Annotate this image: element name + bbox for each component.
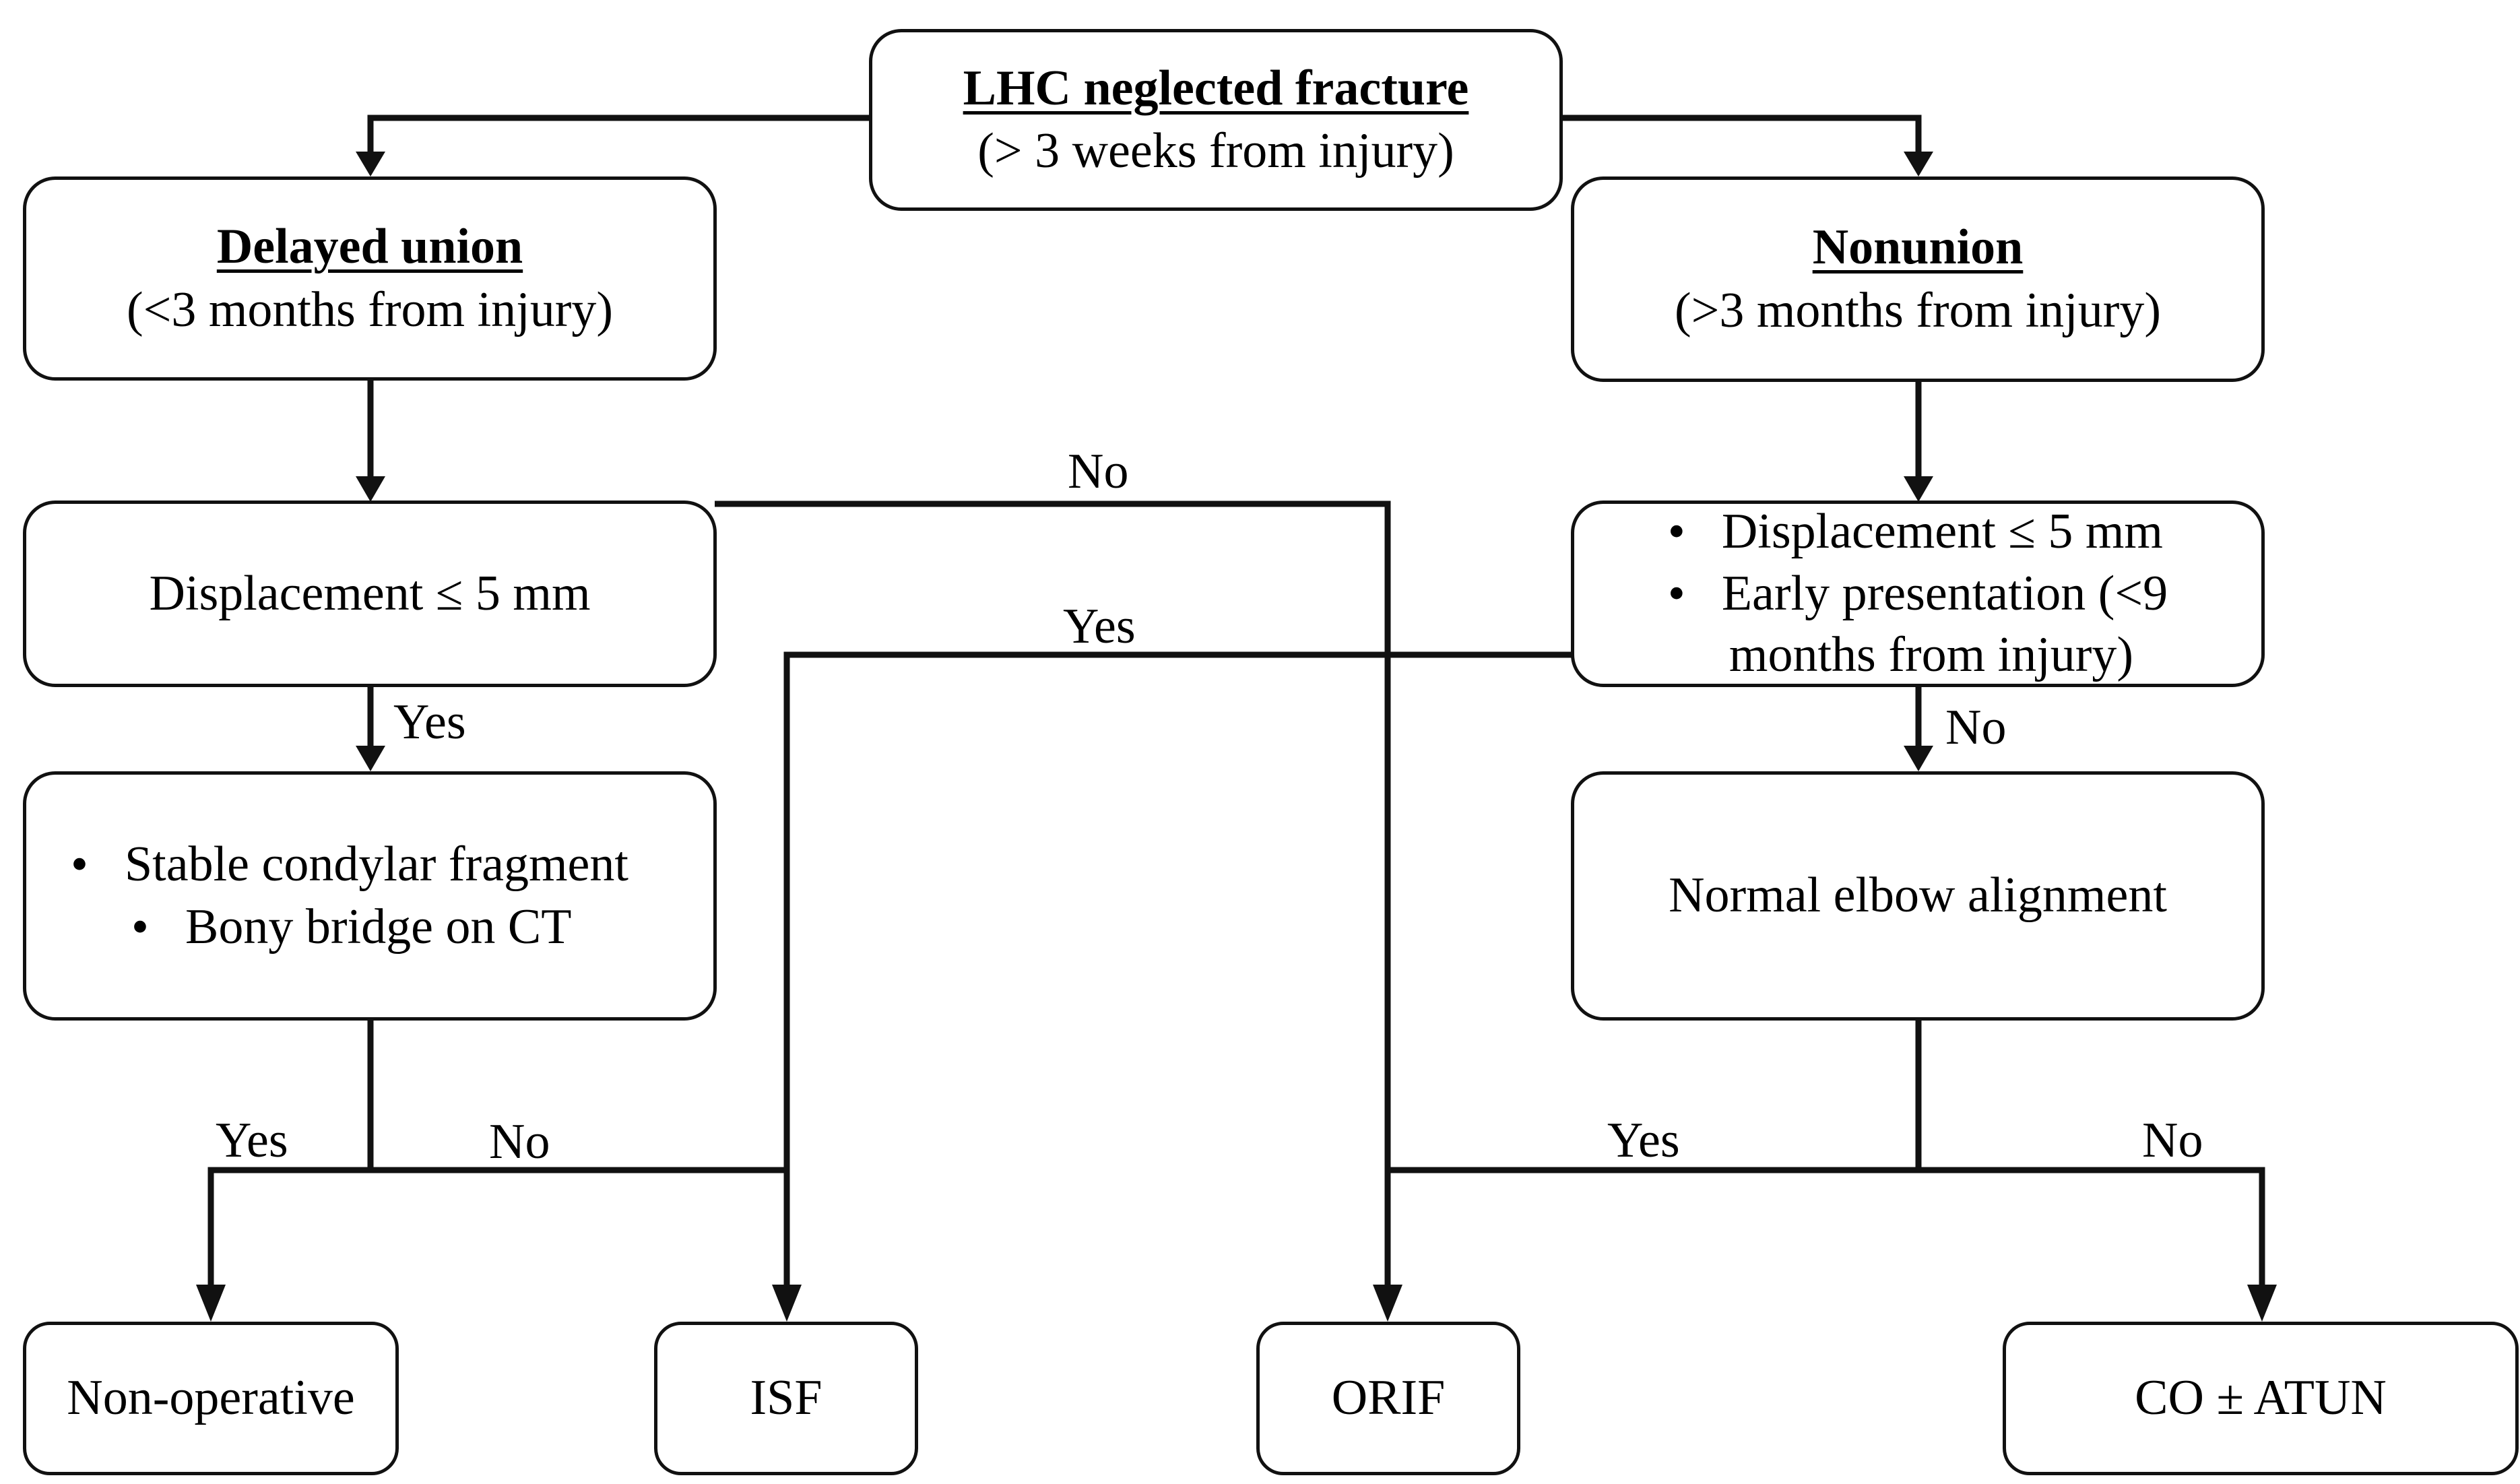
arrowheads	[196, 152, 2277, 1322]
edge-root-to-delayed-union	[367, 115, 869, 154]
criteria-item: Displacement ≤ 5 mm	[1668, 501, 2168, 563]
edge-label-displacement-right-no: No	[1945, 700, 2007, 755]
arrowhead-displacement-left	[356, 476, 385, 502]
node-nonunion: Nonunion (>3 months from injury)	[1571, 176, 2265, 382]
criteria-continuation: months from injury)	[1729, 627, 2134, 683]
arrowhead-alignment	[1904, 746, 1933, 771]
arrowhead-delayed-union	[356, 152, 385, 176]
node-displacement-right: Displacement ≤ 5 mm Early presentation (…	[1571, 501, 2265, 687]
arrowhead-isf	[772, 1285, 802, 1322]
node-text: Displacement ≤ 5 mm	[149, 565, 591, 621]
node-text: ISF	[750, 1370, 822, 1426]
node-text: Normal elbow alignment	[1669, 868, 2167, 924]
node-text: CO ± ATUN	[2135, 1370, 2387, 1426]
arrowhead-orif	[1373, 1285, 1402, 1322]
edge-root-to-nonunion	[1561, 115, 1922, 154]
edge-label-displacement-left-yes: Yes	[393, 695, 466, 750]
node-displacement-left: Displacement ≤ 5 mm	[23, 501, 717, 687]
node-title: Delayed union	[216, 219, 523, 275]
arrowhead-co-atun	[2247, 1285, 2277, 1322]
node-isf: ISF	[654, 1322, 918, 1475]
edge-displacement-right-yes-to-isf	[783, 651, 1573, 1288]
node-text: Non-operative	[67, 1370, 355, 1426]
node-co-atun: CO ± ATUN	[2003, 1322, 2519, 1475]
node-subtitle: (<3 months from injury)	[126, 282, 614, 337]
node-text: ORIF	[1331, 1370, 1446, 1426]
criteria-item: Bony bridge on CT	[131, 896, 628, 959]
node-orif: ORIF	[1256, 1322, 1520, 1475]
arrowhead-non-operative	[196, 1285, 226, 1322]
criteria-item: Stable condylar fragment	[71, 833, 628, 896]
node-title: Nonunion	[1812, 220, 2024, 276]
arrowhead-stable	[356, 746, 385, 771]
arrowhead-displacement-right	[1904, 476, 1933, 502]
edge-label-alignment-yes: Yes	[1607, 1113, 1680, 1168]
criteria-list: Stable condylar fragment Bony bridge on …	[71, 833, 628, 959]
edge-label-stable-no: No	[489, 1114, 550, 1169]
edge-label-stable-yes: Yes	[216, 1113, 288, 1168]
node-subtitle: (> 3 weeks from injury)	[977, 123, 1454, 179]
node-normal-alignment: Normal elbow alignment	[1571, 771, 2265, 1021]
arrowhead-nonunion	[1904, 152, 1933, 176]
node-stable-fragment: Stable condylar fragment Bony bridge on …	[23, 771, 717, 1021]
edge-displacement-left-no-to-orif	[715, 501, 1391, 1288]
criteria-list: Displacement ≤ 5 mm Early presentation (…	[1668, 501, 2168, 625]
edge-label-displacement-right-yes: Yes	[1063, 599, 1136, 654]
criteria-item: Early presentation (<9	[1668, 563, 2168, 625]
node-non-operative: Non-operative	[23, 1322, 399, 1475]
node-lhc-neglected-fracture: LHC neglected fracture (> 3 weeks from i…	[869, 29, 1563, 211]
edge-stable-yes-to-nonoperative	[207, 1167, 370, 1288]
node-delayed-union: Delayed union (<3 months from injury)	[23, 176, 717, 381]
edge-alignment-no-to-co-atun	[1918, 1167, 2265, 1288]
edge-label-alignment-no: No	[2142, 1113, 2203, 1168]
node-subtitle: (>3 months from injury)	[1674, 282, 2162, 338]
edge-label-displacement-left-no: No	[1068, 444, 1129, 499]
node-title: LHC neglected fracture	[963, 60, 1469, 116]
